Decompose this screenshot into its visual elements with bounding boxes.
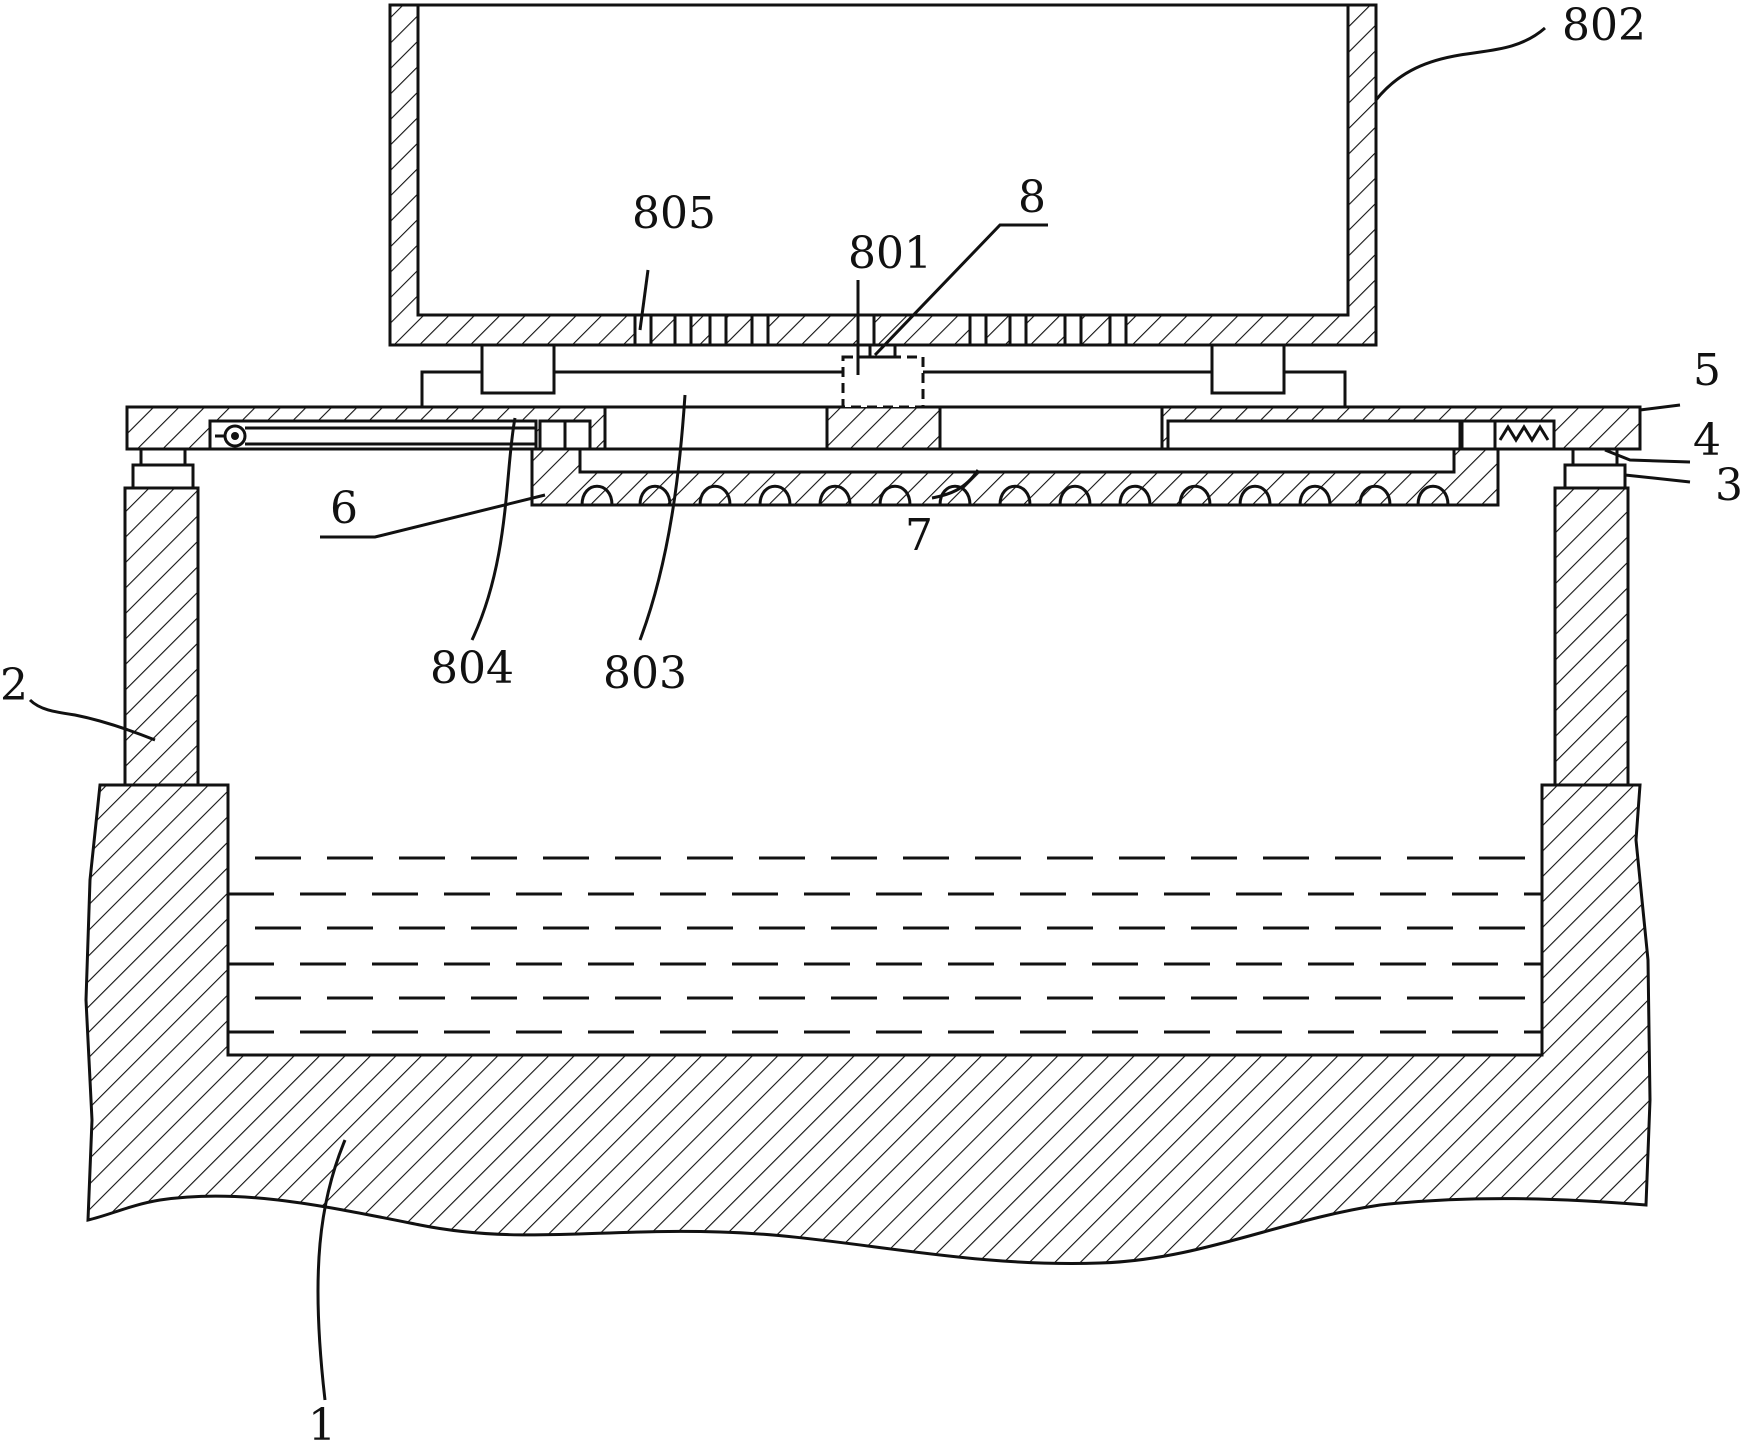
label-804: 804 xyxy=(430,643,514,694)
label-803: 803 xyxy=(603,648,687,699)
leader-lines xyxy=(28,26,1691,1401)
label-801: 801 xyxy=(848,228,932,279)
left-support-column xyxy=(123,486,200,787)
tray-bumps xyxy=(580,484,1450,506)
right-support-column xyxy=(1553,486,1630,787)
center-opening-left xyxy=(603,405,829,451)
liquid-lines xyxy=(228,856,1542,1034)
right-foot-block xyxy=(1563,463,1627,490)
label-5: 5 xyxy=(1693,345,1721,396)
label-2: 2 xyxy=(0,660,28,711)
bottom-tray-cavity xyxy=(578,447,1456,474)
right-block xyxy=(1210,343,1286,395)
label-805: 805 xyxy=(632,188,716,239)
label-4: 4 xyxy=(1693,415,1721,466)
container-interior xyxy=(416,3,1350,317)
label-802: 802 xyxy=(1562,0,1646,51)
center-opening-right xyxy=(938,405,1164,451)
right-slot xyxy=(1166,419,1462,451)
left-block xyxy=(480,343,556,395)
label-8: 8 xyxy=(1018,172,1046,223)
center-block xyxy=(825,405,942,451)
label-7: 7 xyxy=(905,510,933,561)
bottom-holes xyxy=(633,313,1128,347)
left-roller xyxy=(139,447,187,467)
label-6: 6 xyxy=(330,483,358,534)
label-1: 1 xyxy=(308,1400,336,1448)
spring-icon xyxy=(1498,424,1550,443)
center-dashed-part xyxy=(841,355,925,409)
left-foot-block xyxy=(131,463,195,490)
label-3: 3 xyxy=(1715,460,1743,511)
tank-base xyxy=(84,783,1652,1265)
